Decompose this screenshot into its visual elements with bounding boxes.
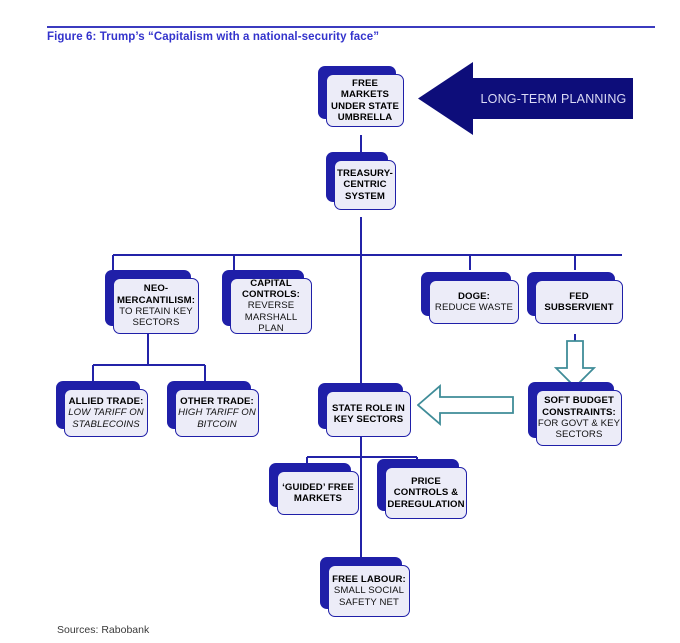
node-face: ‘GUIDED’ FREE MARKETS — [277, 471, 359, 515]
long-term-planning-arrow-shape — [418, 62, 633, 135]
node-line: STABLECOINS — [72, 418, 140, 430]
node-line: CONSTRAINTS: — [542, 406, 616, 418]
node-line: TREASURY- — [337, 168, 393, 180]
node-treasury-centric-system[interactable]: TREASURY- CENTRIC SYSTEM — [326, 152, 396, 210]
node-line: UNDER STATE — [331, 100, 399, 112]
header-rule — [47, 26, 655, 28]
node-line: FREE LABOUR: — [332, 574, 406, 586]
node-free-labour[interactable]: FREE LABOUR: SMALL SOCIAL SAFETY NET — [320, 557, 410, 617]
node-face: PRICE CONTROLS & DEREGULATION — [385, 467, 467, 519]
node-line: FREE MARKETS — [340, 77, 390, 101]
node-allied-trade[interactable]: ALLIED TRADE: LOW TARIFF ON STABLECOINS — [56, 381, 148, 437]
node-line: NEO- — [143, 283, 169, 295]
node-line: ALLIED TRADE: — [68, 396, 144, 408]
node-line: REVERSE — [247, 300, 295, 312]
node-price-controls-deregulation[interactable]: PRICE CONTROLS & DEREGULATION — [377, 459, 467, 519]
node-other-trade[interactable]: OTHER TRADE: HIGH TARIFF ON BITCOIN — [167, 381, 259, 437]
node-line: PRICE — [411, 476, 441, 488]
node-line: DEREGULATION — [387, 498, 465, 510]
node-state-role-in-key-sectors[interactable]: STATE ROLE IN KEY SECTORS — [318, 383, 411, 437]
node-line: SAFETY NET — [339, 596, 399, 608]
node-line: CONTROLS: — [242, 289, 300, 301]
node-face: SOFT BUDGET CONSTRAINTS: FOR GOVT & KEY … — [536, 390, 622, 446]
figure-title: Figure 6: Trump’s “Capitalism with a nat… — [47, 31, 380, 43]
node-line: CENTRIC — [343, 179, 387, 191]
node-face: CAPITAL CONTROLS: REVERSE MARSHALL PLAN — [230, 278, 312, 334]
node-face: NEO- MERCANTILISM: TO RETAIN KEY SECTORS — [113, 278, 199, 334]
node-line: SOFT BUDGET — [544, 395, 614, 407]
node-line: OTHER TRADE: — [180, 396, 254, 408]
node-soft-budget-constraints[interactable]: SOFT BUDGET CONSTRAINTS: FOR GOVT & KEY … — [528, 382, 622, 446]
node-face: FREE MARKETS UNDER STATE UMBRELLA — [326, 74, 404, 127]
node-neo-mercantilism[interactable]: NEO- MERCANTILISM: TO RETAIN KEY SECTORS — [105, 270, 199, 334]
node-capital-controls[interactable]: CAPITAL CONTROLS: REVERSE MARSHALL PLAN — [222, 270, 312, 334]
node-line: LOW TARIFF ON — [68, 407, 144, 419]
node-line: HIGH TARIFF ON — [178, 407, 256, 419]
fed-to-soft-budget-arrow — [554, 340, 596, 388]
node-line: DOGE: — [458, 290, 490, 302]
node-doge[interactable]: DOGE: REDUCE WASTE — [421, 272, 519, 324]
node-line: KEY SECTORS — [333, 414, 404, 425]
node-line: FED — [569, 290, 589, 302]
node-guided-free-markets[interactable]: ‘GUIDED’ FREE MARKETS — [269, 463, 359, 515]
node-line: MERCANTILISM: — [116, 294, 196, 306]
node-line: SECTORS — [555, 429, 603, 441]
node-line: TO RETAIN KEY — [119, 306, 193, 317]
long-term-planning-banner: LONG-TERM PLANNING — [418, 62, 633, 135]
node-face: FED SUBSERVIENT — [535, 280, 623, 324]
source-note: Sources: Rabobank — [57, 624, 150, 636]
node-line: STATE ROLE IN — [332, 402, 405, 414]
node-line: SECTORS — [132, 317, 180, 329]
node-line: SMALL SOCIAL — [333, 585, 405, 597]
node-line: SUBSERVIENT — [544, 302, 614, 313]
node-line: CONTROLS & — [393, 487, 459, 499]
node-line: REDUCE WASTE — [434, 302, 514, 313]
node-face: FREE LABOUR: SMALL SOCIAL SAFETY NET — [328, 565, 410, 617]
node-line: FOR GOVT & KEY — [537, 418, 621, 429]
node-line: MARSHALL PLAN — [244, 311, 298, 334]
soft-budget-to-state-role-arrow — [417, 384, 514, 426]
node-fed-subservient[interactable]: FED SUBSERVIENT — [527, 272, 623, 324]
node-line: MARKETS — [293, 493, 343, 504]
node-line: ‘GUIDED’ FREE — [282, 481, 354, 493]
node-free-markets[interactable]: FREE MARKETS UNDER STATE UMBRELLA — [318, 66, 404, 127]
node-face: DOGE: REDUCE WASTE — [429, 280, 519, 324]
long-term-planning-label: LONG-TERM PLANNING — [480, 91, 627, 106]
node-line: CAPITAL — [250, 277, 292, 289]
node-line: BITCOIN — [197, 418, 237, 430]
node-face: OTHER TRADE: HIGH TARIFF ON BITCOIN — [175, 389, 259, 437]
node-line: SYSTEM — [344, 190, 386, 202]
node-face: TREASURY- CENTRIC SYSTEM — [334, 160, 396, 210]
node-face: ALLIED TRADE: LOW TARIFF ON STABLECOINS — [64, 389, 148, 437]
node-line: UMBRELLA — [337, 111, 393, 123]
node-face: STATE ROLE IN KEY SECTORS — [326, 391, 411, 437]
